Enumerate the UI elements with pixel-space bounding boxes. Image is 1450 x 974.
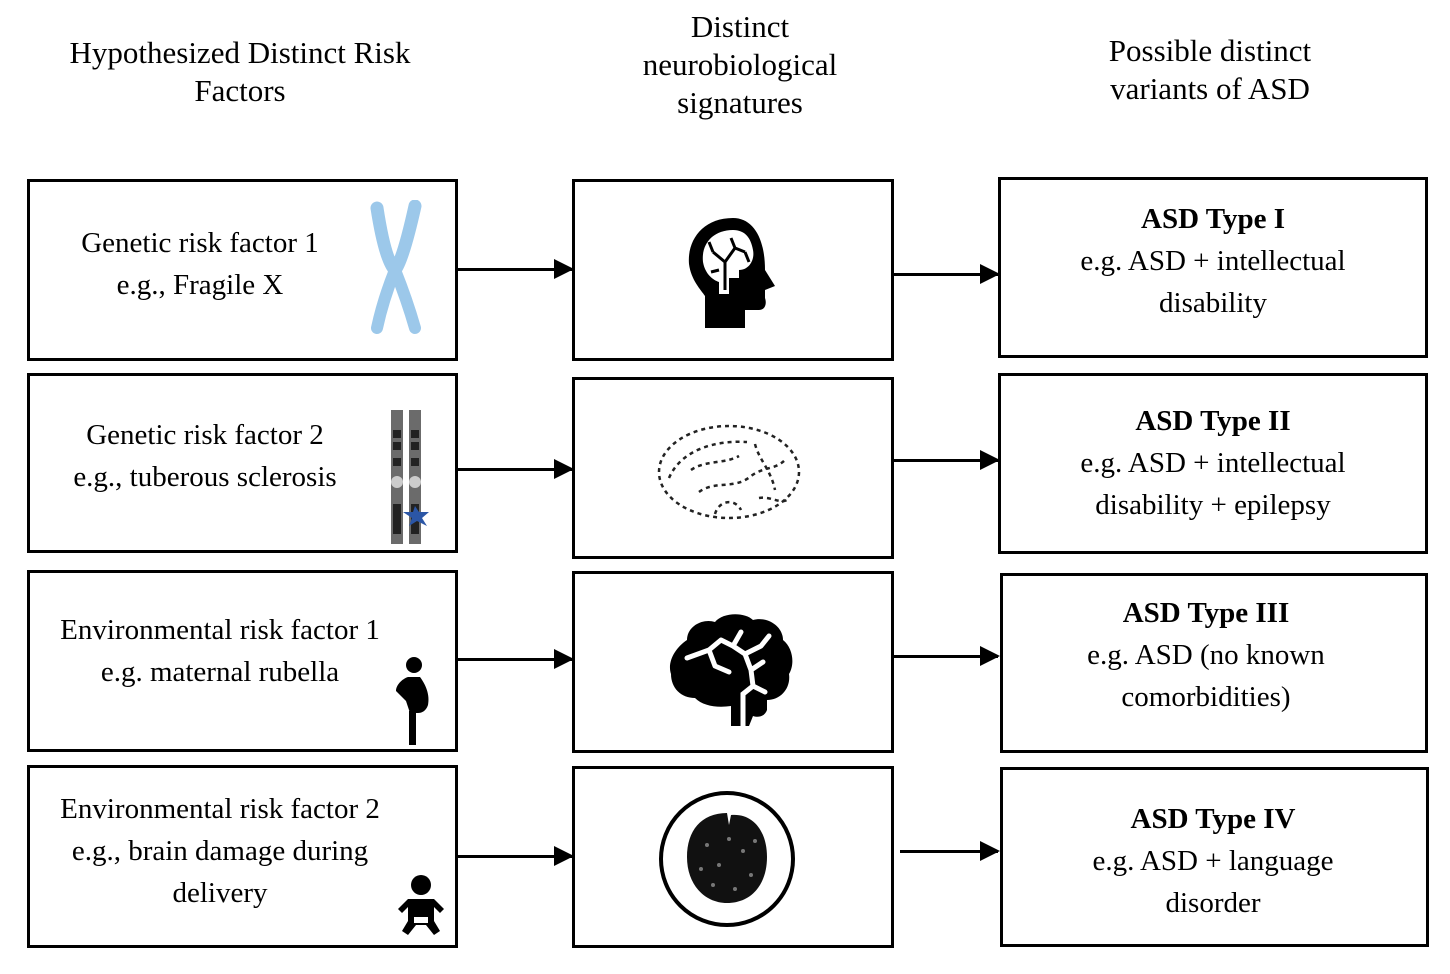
variant-desc-line1: e.g. ASD + intellectual: [1080, 245, 1346, 277]
arrow-risk-3-to-signature: [458, 649, 574, 669]
signature-box-4: [572, 766, 894, 948]
brain-scan-icon: [655, 785, 805, 935]
variant-desc-line2: disability: [1159, 287, 1267, 319]
mutated-chromosome-icon: [385, 408, 435, 548]
risk-example: e.g., Fragile X: [116, 269, 284, 301]
variant-desc-line2: disability + epilepsy: [1095, 489, 1331, 521]
signature-box-1: [572, 179, 894, 361]
risk-box-3: Environmental risk factor 1 e.g. materna…: [27, 570, 458, 752]
head-with-brain-icon: [683, 212, 783, 332]
variant-box-3: ASD Type III e.g. ASD (no known comorbid…: [1000, 573, 1428, 753]
risk-label: Environmental risk factor 2: [60, 793, 380, 825]
risk-example-cont: delivery: [172, 877, 268, 909]
header-risk-factors: Hypothesized Distinct Risk Factors: [69, 35, 411, 108]
dotted-brain-icon: [655, 420, 805, 530]
variant-desc-line1: e.g. ASD (no known: [1087, 639, 1325, 671]
risk-box-2: Genetic risk factor 2 e.g., tuberous scl…: [27, 373, 458, 553]
risk-label: Environmental risk factor 1: [60, 614, 380, 646]
arrow-risk-2-to-signature: [458, 459, 574, 479]
baby-icon: [394, 873, 448, 939]
variant-box-1: ASD Type I e.g. ASD + intellectual disab…: [998, 177, 1428, 358]
variant-box-2: ASD Type II e.g. ASD + intellectual disa…: [998, 373, 1428, 554]
variant-desc-line2: comorbidities): [1121, 681, 1291, 713]
risk-box-4: Environmental risk factor 2 e.g., brain …: [27, 765, 458, 948]
variant-title: ASD Type I: [1141, 203, 1285, 235]
variant-desc-line2: disorder: [1165, 887, 1261, 919]
arrow-signature-3-to-variant: [894, 646, 1000, 666]
header-signatures: Distinct neurobiological signatures: [642, 9, 838, 120]
variant-desc-line1: e.g. ASD + intellectual: [1080, 447, 1346, 479]
pregnant-woman-icon: [392, 655, 432, 747]
variant-title: ASD Type IV: [1130, 803, 1296, 835]
brain-icon: [667, 610, 797, 728]
risk-label: Genetic risk factor 2: [86, 419, 324, 451]
header-variants: Possible distinct variants of ASD: [1108, 33, 1312, 106]
arrow-risk-4-to-signature: [458, 846, 574, 866]
risk-example: e.g., tuberous sclerosis: [73, 461, 337, 493]
risk-box-1: Genetic risk factor 1 e.g., Fragile X: [27, 179, 458, 361]
signature-box-2: [572, 377, 894, 559]
signature-box-3: [572, 571, 894, 753]
risk-example: e.g., brain damage during: [71, 835, 369, 867]
arrow-risk-1-to-signature: [458, 259, 574, 279]
arrow-signature-2-to-variant: [894, 450, 1000, 470]
variant-box-4: ASD Type IV e.g. ASD + language disorder: [1000, 767, 1429, 947]
risk-label: Genetic risk factor 1: [81, 227, 319, 259]
arrow-signature-1-to-variant: [894, 264, 1000, 284]
variant-title: ASD Type II: [1135, 405, 1291, 437]
variant-title: ASD Type III: [1122, 597, 1290, 629]
risk-example: e.g. maternal rubella: [100, 656, 340, 688]
arrow-signature-4-to-variant: [900, 841, 1000, 861]
variant-desc-line1: e.g. ASD + language: [1092, 845, 1334, 877]
x-chromosome-icon: [355, 200, 435, 340]
